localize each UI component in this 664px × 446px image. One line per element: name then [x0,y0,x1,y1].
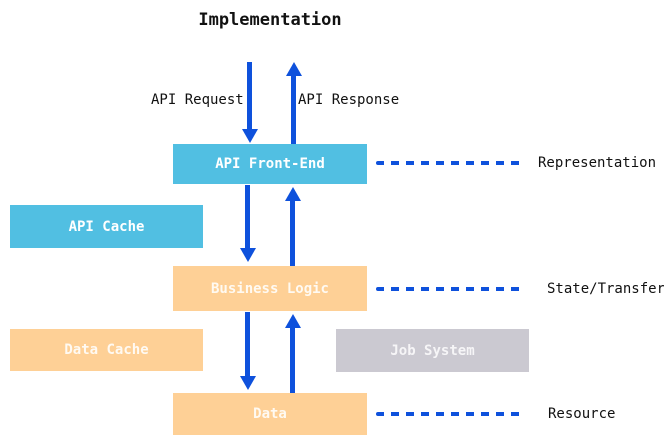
arrow-head [286,62,302,76]
state-transfer-label: State/Transfer [547,281,664,297]
arrow-head [285,187,301,201]
data-cache-label: Data Cache [64,342,149,358]
api-front-end-box: API Front-End [173,144,367,184]
job-system-box: Job System [336,329,529,372]
arrow-head [240,248,256,262]
business-logic-label: Business Logic [210,280,329,297]
data-label: Data [253,406,287,422]
down-arrow-icon [242,62,258,143]
arrow-shaft [247,62,252,131]
up-arrow-icon [285,314,301,393]
arrow-shaft [245,185,250,250]
arrow-shaft [290,199,295,266]
up-arrow-icon [285,187,301,266]
data-cache-box: Data Cache [10,329,203,371]
api-response-label: API Response [298,92,400,108]
api-request-label: API Request [151,92,244,108]
job-system-label: Job System [390,342,475,359]
resource-label: Resource [548,406,616,422]
down-arrow-icon [240,312,256,390]
business-logic-box: Business Logic [173,266,367,311]
arrow-shaft [291,74,296,144]
up-arrow-icon [286,62,302,144]
arrow-head [242,129,258,143]
dashed-line-state-transfer [376,287,522,291]
data-box: Data [173,393,367,435]
arrow-shaft [245,312,250,378]
dashed-line-resource [376,412,522,416]
arrow-head [285,314,301,328]
dashed-line-representation [376,161,522,165]
api-front-end-label: API Front-End [215,156,325,172]
arrow-shaft [290,326,295,393]
api-cache-label: API Cache [68,218,145,235]
diagram-title: Implementation [198,10,342,30]
representation-label: Representation [538,155,657,171]
arrow-head [240,376,256,390]
down-arrow-icon [240,185,256,262]
api-cache-box: API Cache [10,205,203,248]
